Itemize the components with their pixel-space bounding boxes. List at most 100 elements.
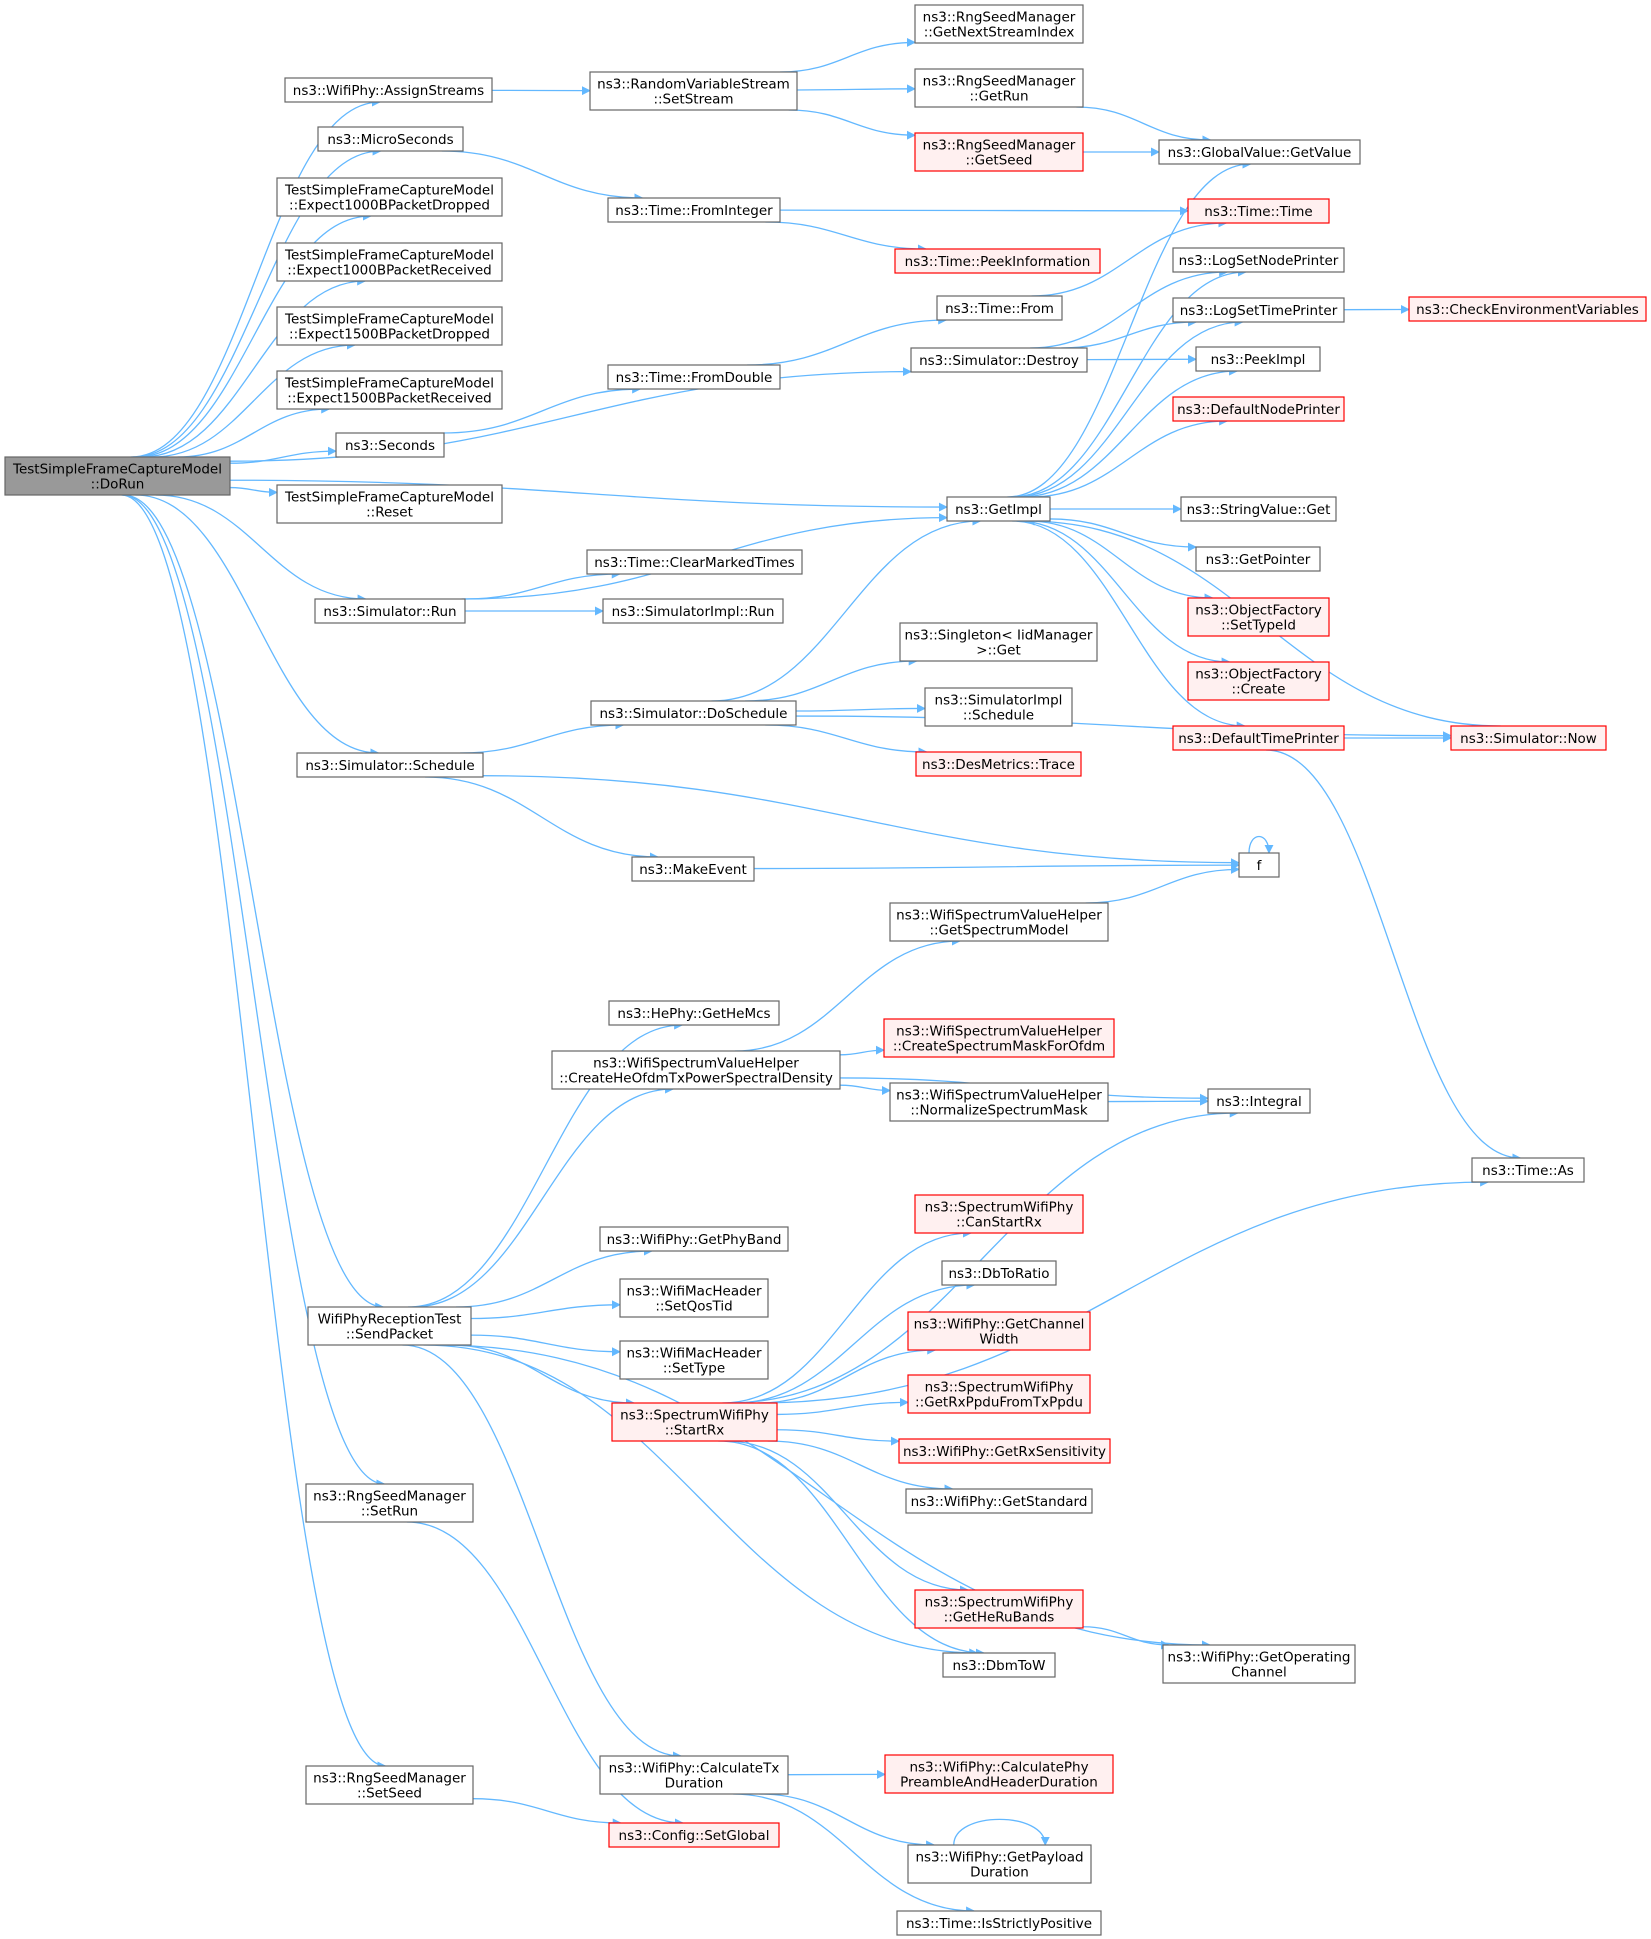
node-rngSetRun[interactable]: ns3::RngSeedManager::SetRun (305, 1483, 474, 1523)
node-exp1000Dropped[interactable]: TestSimpleFrameCaptureModel::Expect1000B… (276, 177, 503, 217)
node-getStandard[interactable]: ns3::WifiPhy::GetStandard (905, 1488, 1093, 1514)
node-getRxSens[interactable]: ns3::WifiPhy::GetRxSensitivity (898, 1438, 1111, 1464)
node-timeAs[interactable]: ns3::Time::As (1471, 1157, 1585, 1183)
node-label: ::StartRx (665, 1423, 724, 1439)
node-createMask[interactable]: ns3::WifiSpectrumValueHelper::CreateSpec… (883, 1018, 1115, 1058)
node-label: ns3::WifiSpectrumValueHelper (896, 1024, 1102, 1040)
node-reset[interactable]: TestSimpleFrameCaptureModel::Reset (276, 484, 503, 524)
node-rngGetRun[interactable]: ns3::RngSeedManager::GetRun (914, 68, 1084, 108)
node-box (914, 1589, 1084, 1629)
node-simImplSchedule[interactable]: ns3::SimulatorImpl::Schedule (924, 687, 1073, 727)
node-calcPreamble[interactable]: ns3::WifiPhy::CalculatePhyPreambleAndHea… (884, 1754, 1114, 1794)
node-setQosTid[interactable]: ns3::WifiMacHeader::SetQosTid (619, 1278, 769, 1318)
node-exp1500Received[interactable]: TestSimpleFrameCaptureModel::Expect1500B… (276, 370, 503, 410)
node-label: ::GetSpectrumModel (929, 923, 1068, 939)
call-edge (780, 37, 916, 73)
node-exp1500Dropped[interactable]: TestSimpleFrameCaptureModel::Expect1500B… (276, 306, 503, 346)
node-box (1195, 346, 1321, 372)
node-label: ns3::RngSeedManager (923, 74, 1076, 90)
node-rvsSetStream[interactable]: ns3::RandomVariableStream::SetStream (589, 71, 798, 111)
node-box (1471, 1157, 1585, 1183)
node-label: ns3::WifiPhy::GetStandard (911, 1494, 1088, 1510)
node-makeEvent[interactable]: ns3::MakeEvent (631, 856, 755, 882)
node-logSetTime[interactable]: ns3::LogSetTimePrinter (1172, 297, 1345, 323)
call-edge (470, 1300, 621, 1320)
node-getPhyBand[interactable]: ns3::WifiPhy::GetPhyBand (599, 1226, 789, 1252)
node-dbmToW[interactable]: ns3::DbmToW (942, 1652, 1056, 1678)
node-timeTime[interactable]: ns3::Time::Time (1187, 198, 1330, 224)
node-simRun[interactable]: ns3::Simulator::Run (314, 598, 466, 624)
node-stringValueGet[interactable]: ns3::StringValue::Get (1180, 496, 1337, 522)
node-box (1172, 725, 1345, 751)
node-rngSetSeed[interactable]: ns3::RngSeedManager::SetSeed (305, 1765, 474, 1805)
node-getHeRuBands[interactable]: ns3::SpectrumWifiPhy::GetHeRuBands (914, 1589, 1084, 1629)
node-startRx[interactable]: ns3::SpectrumWifiPhy::StartRx (611, 1402, 778, 1442)
node-label: ns3::Time::IsStrictlyPositive (906, 1916, 1092, 1932)
node-assignStreams[interactable]: ns3::WifiPhy::AssignStreams (284, 77, 493, 103)
node-getSpectrumModel[interactable]: ns3::WifiSpectrumValueHelper::GetSpectru… (889, 902, 1109, 942)
node-timeFromDouble[interactable]: ns3::Time::FromDouble (607, 364, 781, 390)
node-seconds[interactable]: ns3::Seconds (335, 432, 445, 458)
node-fnF[interactable]: f (1238, 852, 1280, 878)
node-normalizeMask[interactable]: ns3::WifiSpectrumValueHelper::NormalizeS… (889, 1082, 1109, 1122)
node-label: ns3::RngSeedManager (923, 10, 1076, 26)
node-createHeOfdm[interactable]: ns3::WifiSpectrumValueHelper::CreateHeOf… (551, 1050, 841, 1090)
node-simNow[interactable]: ns3::Simulator::Now (1450, 725, 1607, 751)
node-label: ns3::WifiSpectrumValueHelper (896, 1088, 1102, 1104)
node-doSchedule[interactable]: ns3::Simulator::DoSchedule (590, 700, 797, 726)
node-ofCreate[interactable]: ns3::ObjectFactory::Create (1187, 661, 1330, 701)
node-label: ns3::WifiMacHeader (626, 1346, 762, 1362)
node-label: ns3::Time::As (1482, 1163, 1574, 1179)
node-setType[interactable]: ns3::WifiMacHeader::SetType (619, 1340, 769, 1380)
node-defTimePrinter[interactable]: ns3::DefaultTimePrinter (1172, 725, 1345, 751)
node-timeFrom[interactable]: ns3::Time::From (936, 295, 1063, 321)
node-sendPacket[interactable]: WifiPhyReceptionTest::SendPacket (307, 1306, 472, 1346)
node-dbToRatio[interactable]: ns3::DbToRatio (941, 1260, 1057, 1286)
node-simSchedule[interactable]: ns3::Simulator::Schedule (296, 752, 484, 778)
node-simDestroy[interactable]: ns3::Simulator::Destroy (910, 347, 1088, 373)
node-label: ns3::WifiMacHeader (626, 1284, 762, 1300)
node-simImplRun[interactable]: ns3::SimulatorImpl::Run (602, 598, 784, 624)
node-exp1000Received[interactable]: TestSimpleFrameCaptureModel::Expect1000B… (276, 242, 503, 282)
node-getRxPpdu[interactable]: ns3::SpectrumWifiPhy::GetRxPpduFromTxPpd… (907, 1374, 1091, 1414)
node-heGetHeMcs[interactable]: ns3::HePhy::GetHeMcs (608, 1000, 780, 1026)
node-configSetGlobal[interactable]: ns3::Config::SetGlobal (608, 1822, 780, 1848)
node-root[interactable]: TestSimpleFrameCaptureModel::DoRun (4, 456, 231, 496)
node-logSetNode[interactable]: ns3::LogSetNodePrinter (1172, 247, 1345, 273)
node-integral[interactable]: ns3::Integral (1207, 1088, 1311, 1114)
node-getImpl[interactable]: ns3::GetImpl (946, 496, 1051, 522)
node-getNextStream[interactable]: ns3::RngSeedManager::GetNextStreamIndex (914, 4, 1084, 44)
node-defNodePrinter[interactable]: ns3::DefaultNodePrinter (1172, 396, 1345, 422)
node-microSeconds[interactable]: ns3::MicroSeconds (317, 126, 464, 152)
call-edge (121, 494, 387, 1771)
node-isStrictlyPos[interactable]: ns3::Time::IsStrictlyPositive (896, 1910, 1102, 1936)
node-label: ns3::WifiPhy::GetOperating (1168, 1650, 1351, 1666)
call-edge (1016, 520, 1231, 667)
node-label: ::SetTypeId (1221, 618, 1296, 634)
node-peekImpl[interactable]: ns3::PeekImpl (1195, 346, 1321, 372)
node-label: Width (979, 1332, 1018, 1348)
node-peekInfo[interactable]: ns3::Time::PeekInformation (894, 248, 1101, 274)
call-edge (767, 1440, 954, 1494)
node-label: ::GetRxPpduFromTxPpdu (915, 1395, 1083, 1411)
node-clearMarkedTimes[interactable]: ns3::Time::ClearMarkedTimes (586, 549, 803, 575)
node-box (276, 484, 503, 524)
node-getPointer[interactable]: ns3::GetPointer (1195, 546, 1321, 572)
call-edge (1085, 864, 1240, 904)
node-rngGetSeed[interactable]: ns3::RngSeedManager::GetSeed (914, 132, 1084, 172)
node-ofSetTypeId[interactable]: ns3::ObjectFactory::SetTypeId (1187, 597, 1330, 637)
node-gvGetValue[interactable]: ns3::GlobalValue::GetValue (1158, 139, 1361, 165)
call-edge (745, 656, 918, 702)
node-timeFromInteger[interactable]: ns3::Time::FromInteger (607, 197, 781, 223)
call-edge (1007, 159, 1252, 498)
node-desTrace[interactable]: ns3::DesMetrics::Trace (915, 751, 1082, 777)
node-singletonGet[interactable]: ns3::Singleton< IidManager >::Get (899, 622, 1098, 662)
call-edge (1011, 267, 1247, 498)
call-edge (759, 1793, 936, 1850)
node-canStartRx[interactable]: ns3::SpectrumWifiPhy::CanStartRx (914, 1194, 1084, 1234)
node-checkEnv[interactable]: ns3::CheckEnvironmentVariables (1408, 296, 1647, 322)
